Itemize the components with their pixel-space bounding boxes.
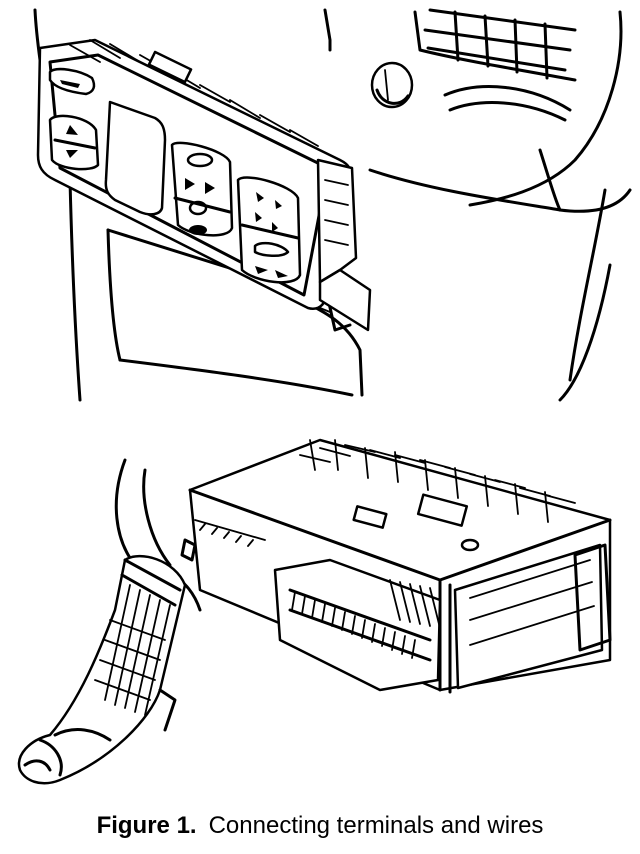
- dashboard-drawing: [33, 8, 632, 402]
- module-drawing: [17, 438, 612, 785]
- wiring-connector-plug: [17, 555, 187, 785]
- fan-rocker-button: [48, 114, 100, 171]
- caption-text: Connecting terminals and wires: [208, 812, 544, 839]
- figure-number: Figure 1.: [96, 812, 197, 839]
- air-vent-grille: [413, 8, 577, 122]
- control-module: [180, 438, 612, 694]
- auto-button: [48, 67, 96, 96]
- figure-caption: Figure 1. Connecting terminals and wires: [0, 812, 640, 840]
- display-window: [104, 100, 167, 216]
- connector-socket: [273, 558, 442, 692]
- climate-control-panel: [36, 38, 372, 332]
- mode-buttons: [170, 141, 234, 237]
- temperature-buttons: [236, 176, 302, 284]
- knob-icon: [370, 61, 414, 109]
